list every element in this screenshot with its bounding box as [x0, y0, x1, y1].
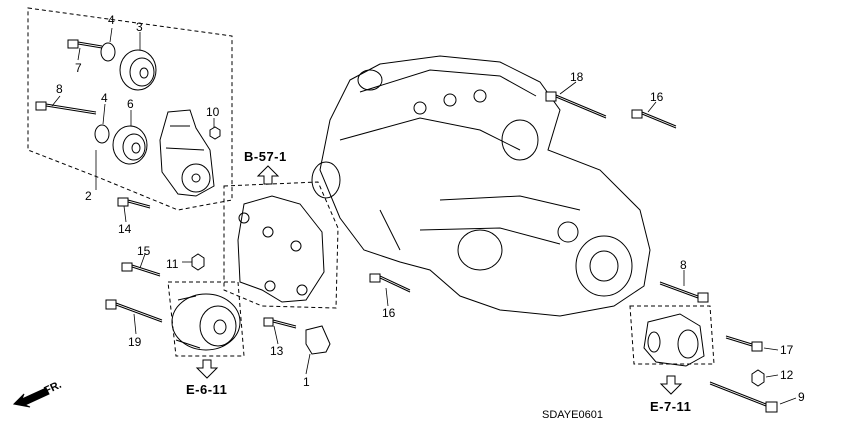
alternator-bracket-icon	[237, 195, 325, 303]
bolt-7-icon	[35, 101, 97, 115]
leader-lines	[51, 27, 797, 405]
bolt-16-lower-icon	[369, 273, 411, 293]
nut-12-icon	[751, 369, 765, 387]
reference-e-6-11[interactable]: E-6-11	[186, 382, 228, 397]
reference-e-7-11[interactable]: E-7-11	[650, 399, 692, 414]
callout-16a: 16	[650, 90, 664, 104]
callout-4b: 4	[101, 91, 108, 105]
diagram-code: SDAYE0601	[542, 409, 603, 421]
reference-arrow-down-e611-icon	[195, 359, 219, 379]
callout-6: 7	[75, 61, 82, 75]
bolt-13-icon	[263, 317, 297, 329]
callout-4a: 4	[108, 13, 115, 27]
bracket-1-icon	[305, 325, 331, 355]
reference-arrow-up-icon	[256, 165, 280, 185]
callout-10: 10	[206, 105, 220, 119]
idler-pulley-3-icon	[119, 49, 157, 91]
callout-15: 15	[137, 244, 151, 258]
reference-arrow-down-e711-icon	[659, 375, 683, 395]
bolt-6-icon	[67, 39, 103, 49]
bolt-16-upper-icon	[631, 109, 677, 129]
callout-8: 8	[680, 258, 687, 272]
alternator-icon	[171, 293, 241, 351]
callout-11: 11	[166, 257, 179, 271]
bolt-8-icon	[659, 281, 709, 303]
callout-5: 6	[127, 97, 134, 111]
callout-12: 12	[780, 368, 794, 382]
callout-17: 17	[780, 343, 794, 357]
bolt-19-icon	[105, 299, 163, 323]
bolt-15-icon	[121, 262, 161, 277]
starter-motor-icon	[643, 313, 705, 367]
callout-2: 2	[85, 189, 92, 203]
tensioner-group-outline	[27, 7, 233, 211]
bolt-14-icon	[117, 197, 151, 209]
callout-1: 1	[303, 375, 310, 389]
washer-4-lower-icon	[94, 124, 110, 144]
callout-13: 13	[270, 344, 284, 358]
callout-16b: 16	[382, 306, 396, 320]
bolt-9-icon	[709, 381, 778, 413]
idler-pulley-5-icon	[112, 125, 148, 165]
callout-9: 9	[798, 390, 805, 404]
auto-tensioner-icon	[159, 109, 215, 197]
reference-b-57-1[interactable]: B-57-1	[244, 149, 287, 164]
engine-assembly-icon	[311, 55, 651, 317]
washer-4-upper-icon	[100, 42, 116, 62]
bolt-18-icon	[545, 91, 607, 119]
nut-10-icon	[209, 126, 221, 140]
bracket-group-outline	[223, 181, 339, 309]
callout-18: 18	[570, 70, 584, 84]
callout-14: 14	[118, 222, 132, 236]
bolt-17-icon	[725, 335, 763, 352]
callout-3: 3	[136, 20, 143, 34]
front-arrow-icon	[12, 387, 50, 408]
callout-7: 8	[56, 82, 63, 96]
nut-11-icon	[191, 253, 205, 271]
callout-19: 19	[128, 335, 142, 349]
